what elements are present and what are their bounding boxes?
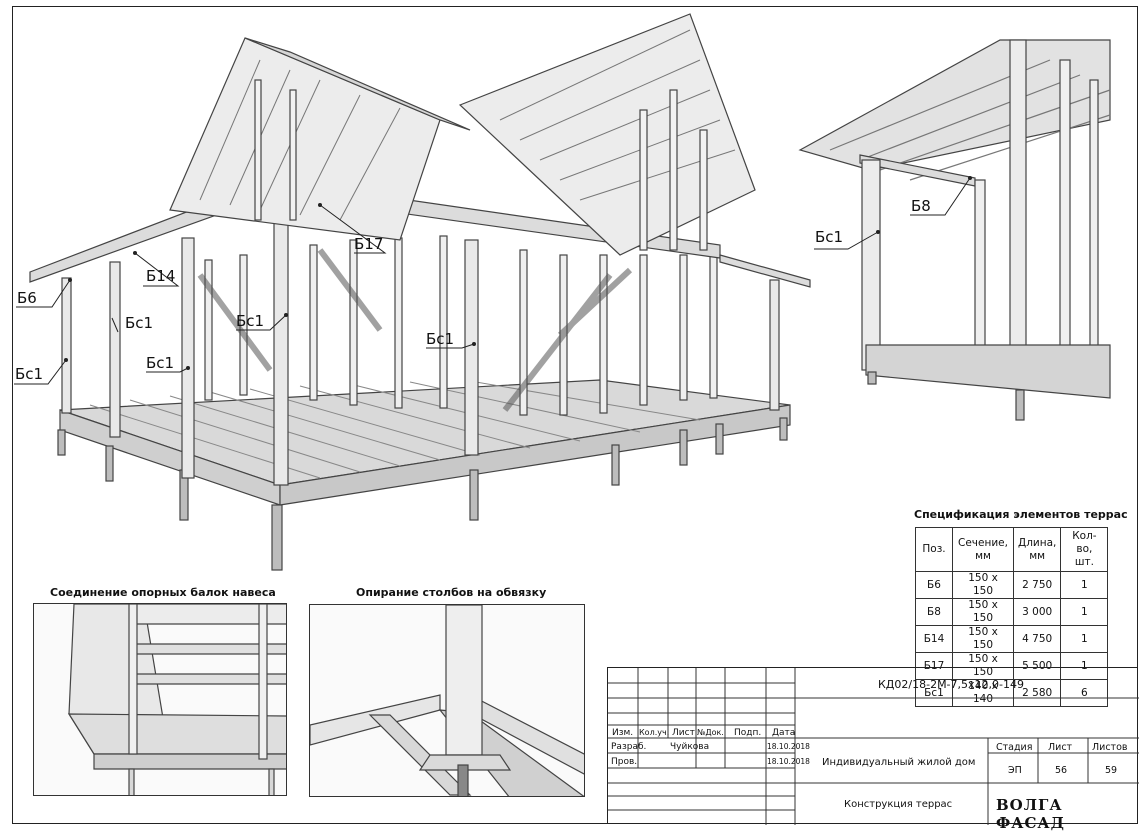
spec-header-section: Сечение, мм xyxy=(952,527,1014,572)
spec-cell: Б6 xyxy=(915,571,953,599)
tb-col-izm: Изм. xyxy=(612,728,634,738)
tb-sheets-value: 59 xyxy=(1105,765,1118,776)
spec-cell: 140 х 140 xyxy=(952,679,1014,707)
spec-row: Б17 150 х 150 5 500 1 xyxy=(915,652,1109,680)
callout-b14: Б14 xyxy=(146,267,176,285)
callout-b6: Б6 xyxy=(17,289,37,307)
callout-bs1-left: Бс1 xyxy=(15,365,44,383)
spec-cell: 150 х 150 xyxy=(952,625,1014,653)
tb-developed-date: 18.10.2018 xyxy=(767,742,810,751)
callout-b17: Б17 xyxy=(354,235,384,253)
spec-cell: Б14 xyxy=(915,625,953,653)
detail-left-caption: Соединение опорных балок навеса xyxy=(50,586,276,599)
title-block-grid xyxy=(608,668,1139,825)
spec-row: Б8 150 х 150 3 000 1 xyxy=(915,598,1109,626)
callout-bs1-front: Бс1 xyxy=(146,354,175,372)
tb-col-podp: Подп. xyxy=(734,728,762,738)
post-support-drawing xyxy=(310,605,584,796)
callout-bs1-right: Бс1 xyxy=(815,228,844,246)
tb-document-code: КД02/18-2М-7,5х12,0-149 xyxy=(878,678,1024,691)
detail-left-view xyxy=(33,603,287,796)
spec-cell: Б8 xyxy=(915,598,953,626)
beam-joint-drawing xyxy=(67,604,286,795)
spec-header-qty: Кол-во, шт. xyxy=(1060,527,1109,572)
tb-sheet-value: 56 xyxy=(1055,765,1068,776)
tb-checked-date: 18.10.2018 xyxy=(767,757,810,766)
title-block: Изм. Кол.уч. Лист №Док. Подп. Дата Разра… xyxy=(607,667,1139,832)
callout-bs1-col2: Бс1 xyxy=(125,314,154,332)
spec-cell: Бс1 xyxy=(915,679,953,707)
tb-sheets-label: Листов xyxy=(1092,742,1128,753)
spec-cell: 6 xyxy=(1060,679,1109,707)
spec-table-title: Спецификация элементов террас xyxy=(914,508,1128,521)
spec-cell: Б17 xyxy=(915,652,953,680)
company-logo: ВОЛГА ФАСАД xyxy=(996,796,1065,832)
tb-stage-label: Стадия xyxy=(996,742,1033,753)
drawing-frame xyxy=(12,6,1138,824)
spec-header-pos: Поз. xyxy=(915,527,953,572)
tb-col-doc: №Док. xyxy=(697,728,724,737)
spec-cell: 2 580 xyxy=(1012,679,1062,707)
callout-bs1-mid: Бс1 xyxy=(236,312,265,330)
tb-developed-label: Разраб. xyxy=(611,742,647,752)
tb-col-kol: Кол.уч. xyxy=(639,728,670,737)
spec-cell: 2 750 xyxy=(1012,571,1062,599)
spec-cell: 4 750 xyxy=(1012,625,1062,653)
callout-bs1-center: Бс1 xyxy=(426,330,455,348)
spec-row: Б14 150 х 150 4 750 1 xyxy=(915,625,1109,653)
detail-right-caption: Опирание столбов на обвязку xyxy=(356,586,547,599)
tb-checked-label: Пров. xyxy=(611,757,638,767)
spec-cell: 150 х 150 xyxy=(952,571,1014,599)
spec-cell: 1 xyxy=(1060,625,1109,653)
spec-cell: 1 xyxy=(1060,571,1109,599)
tb-col-date: Дата xyxy=(772,728,796,738)
spec-cell: 3 000 xyxy=(1012,598,1062,626)
spec-cell: 150 х 150 xyxy=(952,598,1014,626)
tb-col-list: Лист xyxy=(672,728,695,738)
tb-stage-value: ЭП xyxy=(1008,765,1022,776)
spec-cell: 5 500 xyxy=(1012,652,1062,680)
spec-row: Бс1 140 х 140 2 580 6 xyxy=(915,679,1109,707)
detail-right-view xyxy=(309,604,585,797)
spec-cell: 150 х 150 xyxy=(952,652,1014,680)
spec-cell: 1 xyxy=(1060,598,1109,626)
tb-sheet-title: Конструкция террас xyxy=(844,799,953,810)
spec-table: Поз. Сечение, мм Длина, мм Кол-во, шт. Б… xyxy=(915,527,1109,707)
tb-object-name: Индивидуальный жилой дом xyxy=(822,757,976,768)
callout-b8: Б8 xyxy=(911,197,931,215)
spec-header-length: Длина, мм xyxy=(1012,527,1062,572)
spec-row: Б6 150 х 150 2 750 1 xyxy=(915,571,1109,599)
spec-header-row: Поз. Сечение, мм Длина, мм Кол-во, шт. xyxy=(915,527,1109,572)
tb-sheet-label: Лист xyxy=(1048,742,1073,753)
tb-developer: Чуйкова xyxy=(670,742,710,752)
